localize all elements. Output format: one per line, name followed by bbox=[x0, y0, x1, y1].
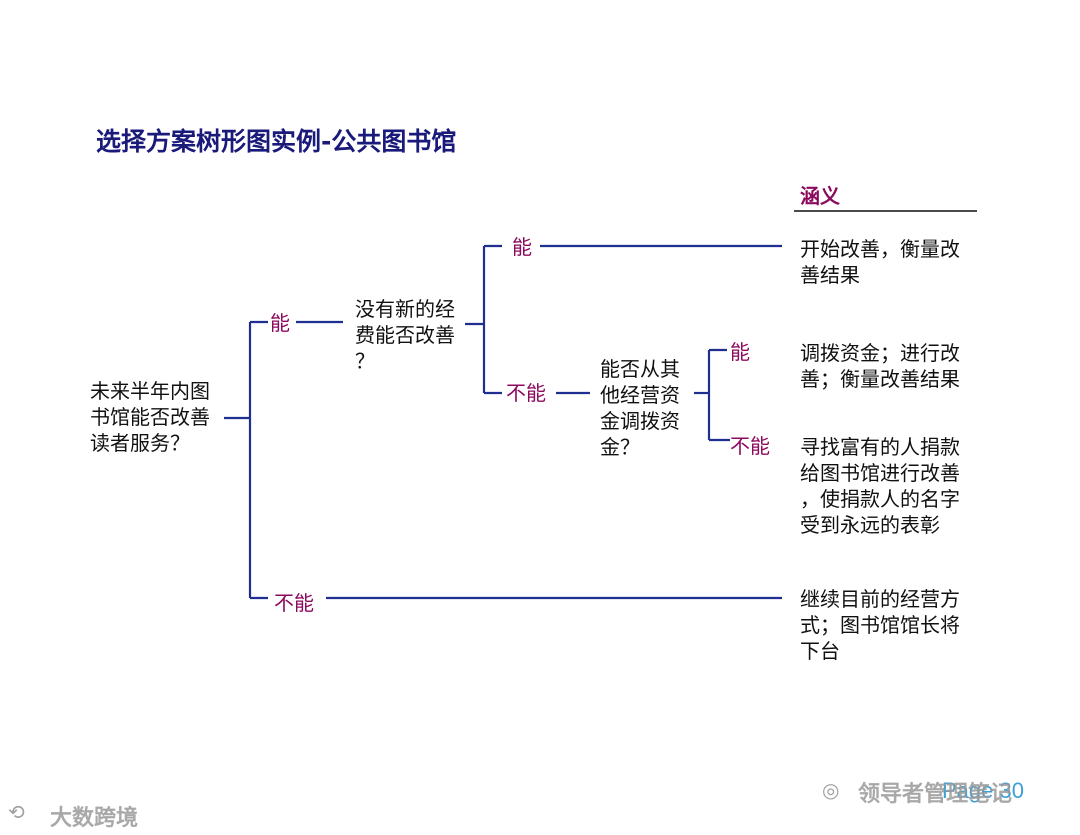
outcome-2: 调拨资金；进行改 善；衡量改善结果 bbox=[800, 340, 960, 392]
root-no-label: 不能 bbox=[274, 591, 314, 615]
root-question-line: 书馆能否改善 bbox=[90, 405, 210, 429]
q3-yes-label: 能 bbox=[730, 340, 750, 364]
question-3-line: 能否从其 bbox=[600, 357, 680, 381]
outcome-4-line: 继续目前的经营方 bbox=[800, 587, 960, 611]
root-question: 未来半年内图 书馆能否改善 读者服务？ bbox=[90, 378, 210, 456]
outcome-4: 继续目前的经营方 式；图书馆馆长将 下台 bbox=[800, 586, 960, 664]
root-yes-label: 能 bbox=[270, 311, 290, 335]
outcome-2-line: 善；衡量改善结果 bbox=[800, 367, 960, 391]
outcome-3-line: 受到永远的表彰 bbox=[800, 513, 940, 537]
outcome-1: 开始改善，衡量改 善结果 bbox=[800, 236, 960, 288]
q3-no-label: 不能 bbox=[730, 434, 770, 458]
watermark-logo-icon: ⟲ bbox=[8, 800, 25, 824]
question-3-line: 他经营资 bbox=[600, 383, 680, 407]
page-number: Page 30 bbox=[942, 778, 1024, 803]
outcome-1-line: 善结果 bbox=[800, 263, 860, 287]
outcome-3-line: ，使捐款人的名字 bbox=[800, 487, 960, 511]
question-2: 没有新的经 费能否改善 ？ bbox=[355, 296, 455, 374]
outcome-4-line: 下台 bbox=[800, 639, 840, 663]
outcome-3-line: 寻找富有的人捐款 bbox=[800, 435, 960, 459]
outcome-3: 寻找富有的人捐款 给图书馆进行改善 ，使捐款人的名字 受到永远的表彰 bbox=[800, 434, 960, 538]
slide-title: 选择方案树形图实例-公共图书馆 bbox=[96, 127, 457, 156]
watermark-right: 领导者管理笔记 bbox=[858, 782, 1013, 807]
meaning-header: 涵义 bbox=[800, 184, 840, 208]
outcome-2-line: 调拨资金；进行改 bbox=[800, 341, 960, 365]
q2-yes-label: 能 bbox=[512, 235, 532, 259]
outcome-3-line: 给图书馆进行改善 bbox=[800, 461, 960, 485]
question-2-line: ？ bbox=[355, 349, 375, 373]
outcome-1-line: 开始改善，衡量改 bbox=[800, 237, 960, 261]
wechat-icon: ◎ bbox=[822, 778, 840, 802]
q2-no-label: 不能 bbox=[506, 381, 546, 405]
watermark-left: 大数跨境 bbox=[50, 806, 139, 831]
question-3: 能否从其 他经营资 金调拨资 金？ bbox=[600, 356, 680, 460]
outcome-4-line: 式；图书馆馆长将 bbox=[800, 613, 960, 637]
question-2-line: 费能否改善 bbox=[355, 323, 455, 347]
question-3-line: 金？ bbox=[600, 435, 640, 459]
question-2-line: 没有新的经 bbox=[355, 297, 455, 321]
root-question-line: 读者服务？ bbox=[90, 431, 190, 455]
question-3-line: 金调拨资 bbox=[600, 409, 680, 433]
root-question-line: 未来半年内图 bbox=[90, 379, 210, 403]
